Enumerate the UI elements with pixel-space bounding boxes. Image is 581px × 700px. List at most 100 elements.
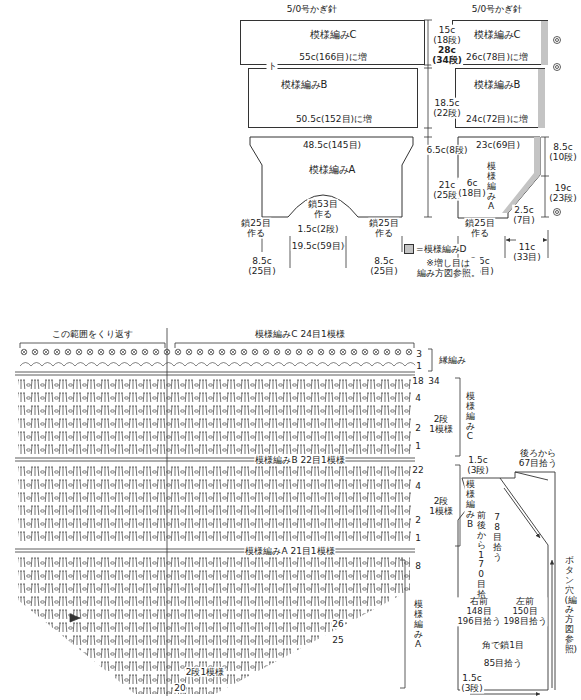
stitch-mark [287,419,288,428]
stitch-mark [147,506,148,515]
stitch-mark [192,480,194,489]
stitch-mark [353,380,355,381]
stitch-mark [174,406,176,407]
stitch-mark [69,436,73,438]
stitch-mark [272,493,274,494]
stitch-mark [314,380,316,381]
stitch-mark [315,467,316,476]
stitch-mark [69,384,73,386]
stitch-mark [402,480,404,489]
stitch-mark [409,445,411,454]
stitch-mark [104,467,106,468]
stitch-mark [48,506,50,507]
stitch-mark [279,497,283,499]
stitch-mark [289,480,291,481]
stitch-mark [132,493,134,494]
stitch-mark [175,380,176,389]
stitch-mark [353,432,355,441]
stitch-mark [311,467,313,468]
stitch-mark [80,445,82,454]
stitch-mark [275,393,277,394]
stitch-mark [265,410,269,412]
stitch-mark [129,493,131,494]
stitch-mark [27,384,31,386]
stitch-mark [387,406,389,407]
stitch-mark [76,349,82,355]
stitch-mark [52,467,54,476]
stitch-mark [185,419,187,420]
stitch-mark [97,484,101,486]
stitch-mark [223,497,227,499]
stitch-mark [287,445,288,454]
stitch-mark [115,419,117,420]
stitch-mark [269,432,271,433]
stitch-mark [63,419,64,428]
stitch-mark [370,419,372,420]
stitch-mark [342,419,344,420]
stitch-mark [345,393,347,394]
stitch-mark [31,493,33,494]
stitch-mark [178,393,180,402]
stitch-mark [122,380,124,389]
stitch-mark [255,432,257,433]
stitch-mark [115,380,117,381]
stitch-mark [339,493,341,494]
stitch-mark [164,432,166,441]
stitch-mark [83,384,87,386]
stitch-mark [192,445,194,454]
stitch-mark [332,419,334,428]
stitch-mark [255,480,257,481]
stitch-mark [227,419,229,428]
stitch-mark [94,493,96,502]
stitch-mark [80,419,82,428]
stitch-mark [307,436,311,438]
stitch-mark [255,419,257,420]
stitch-mark [373,432,375,433]
stitch-mark [73,493,75,502]
stitch-mark [20,363,31,367]
stitch-mark [136,480,138,489]
stitch-mark [45,406,47,415]
stitch-mark [76,406,78,407]
stitch-mark [185,406,187,407]
stitch-mark [275,480,277,481]
stitch-mark [133,393,134,402]
stitch-mark [101,467,103,468]
stitch-mark [343,406,344,415]
stitch-mark [213,467,215,476]
stitch-mark [300,406,302,407]
stitch-mark [69,397,73,399]
stitch-mark [297,480,299,489]
stitch-mark [129,480,131,481]
stitch-mark [371,406,372,415]
stitch-mark [385,445,386,454]
stitch-mark [31,480,33,489]
stitch-mark [121,493,123,494]
stitch-mark [273,363,284,367]
stitch-mark [237,397,241,399]
stitch-mark [255,432,257,441]
stitch-mark [48,419,50,420]
stitch-mark [357,445,358,454]
stitch-mark [339,445,341,454]
stitch-mark [199,506,201,507]
stitch-mark [367,393,369,394]
stitch-mark [325,432,327,441]
stitch-mark [317,380,319,381]
stitch-mark [77,480,78,489]
stitch-mark [63,445,64,454]
stitch-mark [101,393,103,394]
stitch-mark [171,419,173,428]
stitch-mark [73,493,75,494]
stitch-mark [258,467,260,468]
stitch-mark [119,467,120,476]
stitch-mark [242,350,246,354]
stitch-mark [213,445,215,446]
stitch-mark [122,506,124,515]
stitch-mark [398,445,400,446]
stitch-mark [80,493,82,502]
stitch-mark [94,445,96,454]
stitch-mark [371,467,372,476]
stitch-mark [150,393,152,402]
stitch-mark [307,397,311,399]
